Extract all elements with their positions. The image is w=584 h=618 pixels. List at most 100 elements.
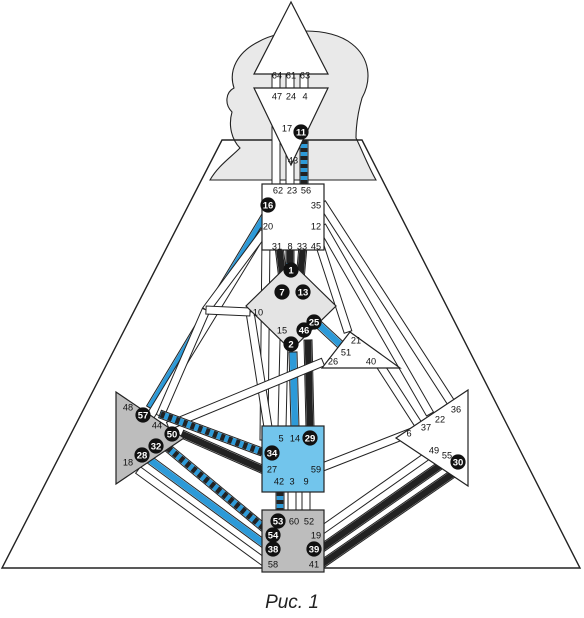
gate-39-marker [306, 541, 322, 557]
gate-16-label: 16 [263, 200, 274, 211]
gate-32-marker [148, 438, 164, 454]
gate-27-label: 27 [267, 464, 277, 474]
gate-1-marker [283, 262, 299, 278]
gate-34-label: 34 [267, 448, 278, 459]
gate-35-label: 35 [311, 200, 321, 210]
gate-30-label: 30 [453, 457, 464, 468]
gate-46-marker [296, 322, 312, 338]
gate-62-label: 62 [273, 185, 283, 195]
gate-44-label: 44 [152, 420, 162, 430]
gate-38-marker [265, 541, 281, 557]
gate-59-label: 59 [311, 464, 321, 474]
channel-activation-black [180, 430, 266, 474]
gate-20-label: 20 [263, 221, 273, 231]
body-triangle-outline [0, 139, 582, 569]
gate-11-marker [293, 124, 309, 140]
channel-39-55 [319, 456, 451, 552]
gate-17-label: 17 [282, 123, 292, 133]
center-solar-plexus [394, 388, 469, 488]
gate-54-marker [265, 527, 281, 543]
gate-63-label: 63 [300, 70, 310, 80]
gate-48-label: 48 [123, 402, 133, 412]
gate-23-label: 23 [287, 185, 297, 195]
gate-31-label: 31 [272, 241, 282, 251]
gate-29-marker [302, 430, 318, 446]
channel-activation-black [320, 457, 450, 551]
gate-33-label: 33 [297, 241, 307, 251]
gate-60-label: 60 [289, 516, 299, 526]
gate-21-label: 21 [351, 335, 361, 345]
gate-1-label: 1 [288, 265, 294, 276]
gate-36-label: 36 [451, 404, 461, 414]
gate-50-label: 50 [167, 429, 178, 440]
gate-13-marker [295, 284, 311, 300]
channel-fill [246, 311, 274, 441]
gate-24-label: 24 [286, 91, 296, 101]
gate-28-marker [134, 447, 150, 463]
channel-11-56 [299, 139, 309, 187]
channel-3-60 [287, 491, 297, 513]
gate-13-label: 13 [298, 287, 309, 298]
channel-10-57 [155, 307, 211, 419]
gate-30-marker [450, 454, 466, 470]
channel-fill [374, 359, 422, 427]
channel-fill [318, 224, 434, 416]
channel-activation-stripes [158, 410, 264, 456]
channel-activation-stripes [165, 445, 267, 531]
gate-49-label: 49 [429, 445, 439, 455]
channel-fill [156, 308, 210, 418]
gate-12-label: 12 [311, 221, 321, 231]
gate-57-marker [135, 407, 151, 423]
gate-29-label: 29 [305, 433, 316, 444]
gate-45-label: 45 [311, 241, 321, 251]
gate-18-label: 18 [123, 457, 133, 467]
figure-caption: Рис. 1 [265, 592, 319, 613]
gate-41-label: 41 [309, 559, 319, 569]
channel-28-38 [146, 456, 268, 548]
gate-3-label: 3 [289, 476, 294, 486]
gate-5-label: 5 [278, 433, 283, 443]
channel-fill [318, 428, 414, 472]
gate-40-label: 40 [366, 356, 376, 366]
channel-26-44 [165, 357, 326, 431]
channel-34-57 [157, 409, 265, 457]
gate-64-label: 64 [272, 70, 282, 80]
gate-52-label: 52 [304, 516, 314, 526]
gate-19-label: 19 [311, 530, 321, 540]
channel-fill [135, 466, 267, 566]
channel-fill [316, 244, 352, 334]
gate-7-label: 7 [279, 287, 284, 298]
channel-2-14 [288, 351, 300, 429]
gate-9-label: 9 [303, 476, 308, 486]
gate-43-label: 43 [288, 155, 298, 165]
gate-32-label: 32 [151, 441, 162, 452]
gate-53-marker [270, 513, 286, 529]
gate-50-marker [164, 426, 180, 442]
gate-14-label: 14 [290, 433, 300, 443]
gate-34-marker [264, 445, 280, 461]
channel-fill [318, 200, 456, 407]
gate-37-label: 37 [421, 422, 431, 432]
center-heart [320, 331, 402, 369]
gate-15-label: 15 [277, 325, 287, 335]
gate-8-label: 8 [287, 241, 292, 251]
channel-activation-blue [148, 457, 266, 547]
channel-outline [205, 305, 251, 317]
gate-51-label: 51 [341, 347, 351, 357]
gate-6-label: 6 [406, 428, 411, 438]
gate-7-marker [274, 284, 290, 300]
gate-57-label: 57 [138, 410, 149, 421]
gate-56-label: 56 [301, 185, 311, 195]
channel-activation-black [304, 339, 314, 429]
center-head [253, 0, 329, 75]
gate-46-label: 46 [299, 325, 310, 336]
gate-10-label: 10 [253, 307, 263, 317]
center-ajna [253, 87, 329, 167]
gate-39-label: 39 [309, 544, 320, 555]
channel-activation-blue [313, 319, 347, 351]
channel-10-20 [205, 305, 251, 317]
gate-42-label: 42 [274, 476, 284, 486]
gate-25-label: 25 [309, 317, 320, 328]
channel-fill [278, 339, 288, 429]
